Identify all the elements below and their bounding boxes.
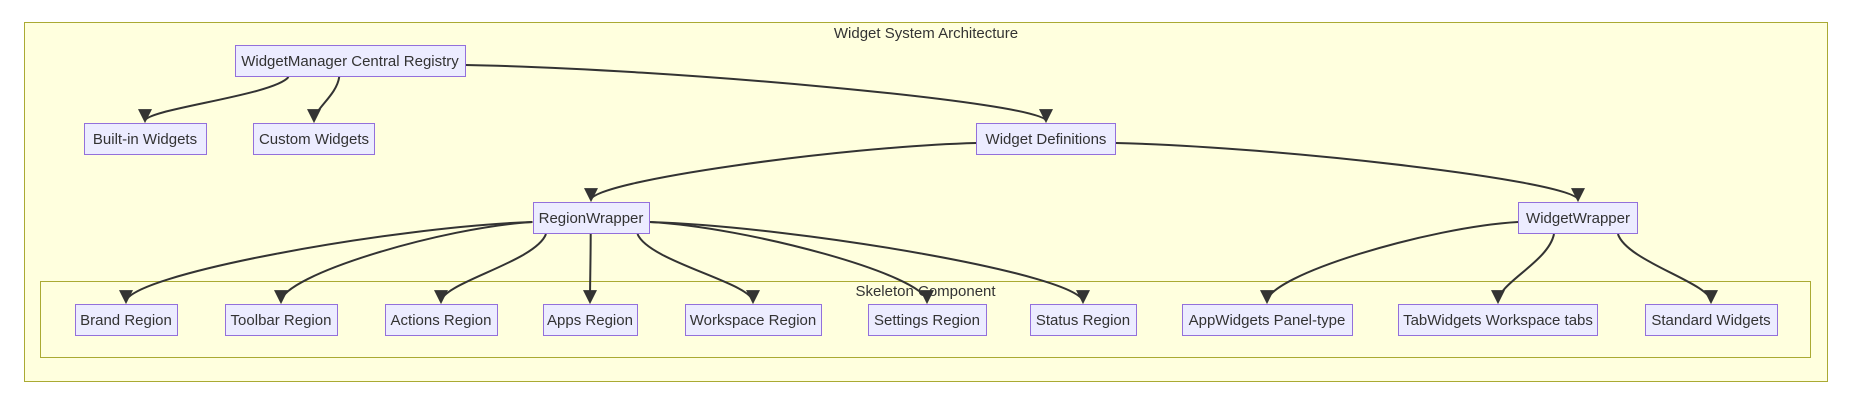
node-tabwidgets: TabWidgets Workspace tabs bbox=[1398, 304, 1598, 336]
node-settings: Settings Region bbox=[867, 304, 987, 336]
node-builtin: Built-in Widgets bbox=[83, 123, 207, 155]
node-workspace: Workspace Region bbox=[684, 304, 822, 336]
node-registry: WidgetManager Central Registry bbox=[234, 45, 466, 77]
node-actions: Actions Region bbox=[384, 304, 498, 336]
node-widgetwrapper: WidgetWrapper bbox=[1518, 202, 1638, 234]
diagram-title: Widget System Architecture bbox=[833, 25, 1019, 42]
node-regionwrapper: RegionWrapper bbox=[532, 202, 650, 234]
node-toolbar: Toolbar Region bbox=[224, 304, 338, 336]
node-status: Status Region bbox=[1029, 304, 1137, 336]
skeleton-component-label: Skeleton Component bbox=[855, 283, 996, 300]
node-apps: Apps Region bbox=[542, 304, 638, 336]
node-appwidgets: AppWidgets Panel-type bbox=[1181, 304, 1353, 336]
node-custom: Custom Widgets bbox=[253, 123, 375, 155]
node-definitions: Widget Definitions bbox=[976, 123, 1116, 155]
node-brand: Brand Region bbox=[74, 304, 178, 336]
node-standard: Standard Widgets bbox=[1644, 304, 1778, 336]
